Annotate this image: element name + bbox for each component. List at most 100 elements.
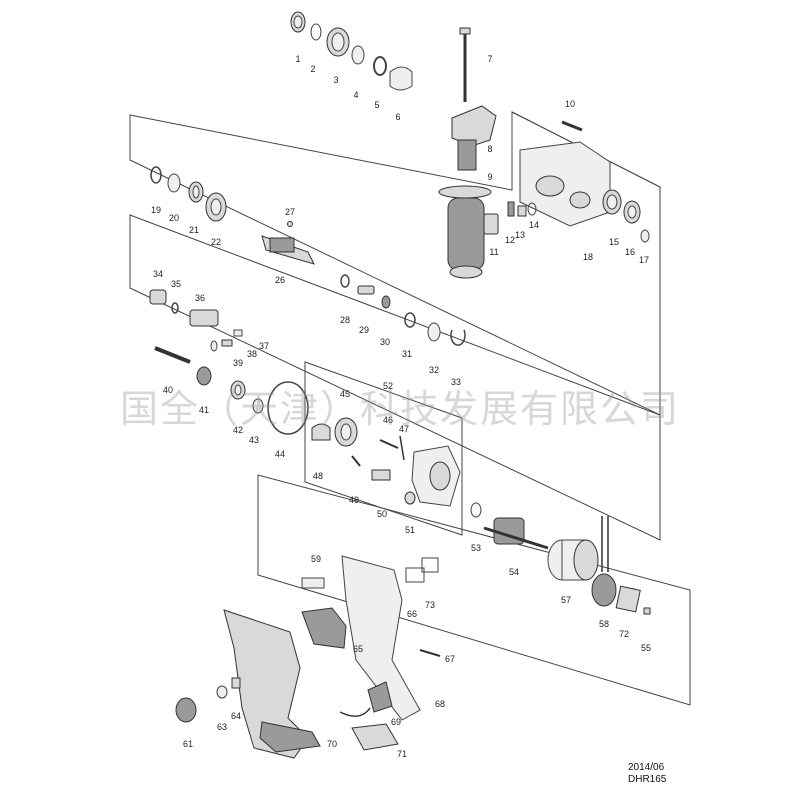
part-70-housing-left — [223, 609, 321, 759]
callout-label-48: 48 — [313, 471, 323, 481]
callout-label-29: 29 — [359, 325, 369, 335]
part-16-ring — [623, 200, 641, 224]
callout-label-65: 65 — [353, 644, 363, 654]
part-3-sleeve — [326, 27, 350, 57]
part-20-washer — [167, 173, 181, 193]
callout-label-6: 6 — [395, 112, 400, 122]
callout-label-4: 4 — [353, 90, 358, 100]
part-31-retaining-ring — [404, 312, 416, 328]
callout-label-47: 47 — [399, 424, 409, 434]
callout-label-32: 32 — [429, 365, 439, 375]
part-30-ring — [381, 295, 391, 309]
callout-label-40: 40 — [163, 385, 173, 395]
callout-label-41: 41 — [199, 405, 209, 415]
callout-label-45: 45 — [340, 389, 350, 399]
callout-label-11: 11 — [489, 247, 498, 257]
callout-label-3: 3 — [333, 75, 338, 85]
frame-crank-subassembly — [304, 361, 463, 536]
part-53-o-ring — [470, 502, 482, 518]
callout-label-39: 39 — [233, 358, 243, 368]
part-48-bracket — [311, 423, 331, 441]
part-21-spring — [188, 181, 204, 203]
part-51-bearing — [404, 491, 416, 505]
part-10-pin — [561, 120, 583, 132]
part-46-pin — [379, 439, 399, 449]
callout-label-12: 12 — [505, 235, 515, 245]
callout-label-15: 15 — [609, 237, 619, 247]
part-57-stator — [547, 539, 599, 581]
callout-label-20: 20 — [169, 213, 179, 223]
part-69-wire-harness — [339, 681, 393, 717]
callout-label-50: 50 — [377, 509, 387, 519]
part-27-ball — [287, 221, 293, 227]
callout-label-63: 63 — [217, 722, 227, 732]
callout-label-19: 19 — [151, 205, 161, 215]
part-55-screw — [643, 607, 651, 615]
part-43-washer — [252, 398, 264, 414]
part-45-gear — [334, 417, 358, 447]
part-35-o-ring — [171, 302, 179, 314]
part-42-bearing — [230, 380, 246, 400]
part-9-side-handle — [438, 185, 492, 279]
callout-label-21: 21 — [189, 225, 199, 235]
callout-label-7: 7 — [487, 54, 492, 64]
callout-label-64: 64 — [231, 711, 241, 721]
callout-label-28: 28 — [340, 315, 350, 325]
part-52-crank-housing — [411, 445, 461, 507]
footer-date: 2014/06 — [628, 762, 665, 773]
callout-label-54: 54 — [509, 567, 519, 577]
part-12-spring — [507, 201, 515, 217]
part-40-spindle — [154, 346, 191, 364]
callout-label-27: 27 — [285, 207, 295, 217]
part-33-circlip — [450, 329, 466, 346]
part-26-tool-holder — [261, 235, 315, 265]
part-73-label — [421, 557, 439, 573]
callout-label-44: 44 — [275, 449, 285, 459]
part-65-switch — [301, 607, 347, 649]
part-11-brush-holder — [483, 213, 499, 235]
callout-label-2: 2 — [310, 64, 315, 74]
part-5-o-ring — [373, 56, 387, 76]
callout-label-51: 51 — [405, 525, 415, 535]
part-37-pin — [233, 329, 243, 337]
callout-label-1: 1 — [295, 54, 300, 64]
callout-label-55: 55 — [641, 643, 651, 653]
callout-label-5: 5 — [374, 100, 379, 110]
callout-label-34: 34 — [153, 269, 163, 279]
part-41-gear — [196, 366, 212, 386]
part-1-ring — [290, 11, 306, 33]
callout-label-9: 9 — [487, 172, 492, 182]
callout-label-26: 26 — [275, 275, 285, 285]
frame-gear-section — [129, 214, 661, 541]
callout-label-73: 73 — [425, 600, 435, 610]
callout-label-52: 52 — [383, 381, 393, 391]
part-19-circlip — [150, 166, 162, 184]
callout-label-71: 71 — [397, 749, 407, 759]
part-14-ring — [527, 202, 537, 216]
part-50-lever — [371, 469, 391, 481]
part-61-cap — [175, 697, 197, 723]
callout-label-13: 13 — [515, 230, 525, 240]
callout-label-35: 35 — [171, 279, 181, 289]
callout-label-59: 59 — [311, 554, 321, 564]
part-29-striker — [357, 285, 375, 295]
callout-label-18: 18 — [583, 252, 593, 262]
part-64-screw — [231, 677, 241, 689]
callout-label-33: 33 — [451, 377, 461, 387]
part-17-seal — [640, 229, 650, 243]
part-32-washer — [427, 322, 441, 342]
callout-label-8: 8 — [487, 144, 492, 154]
part-15-bearing — [602, 189, 622, 215]
callout-label-46: 46 — [383, 415, 393, 425]
callout-label-53: 53 — [471, 543, 481, 553]
callout-label-37: 37 — [259, 341, 269, 351]
part-59-switch-lever — [301, 577, 325, 589]
callout-label-10: 10 — [565, 99, 575, 109]
callout-label-69: 69 — [391, 717, 401, 727]
part-6-cap — [389, 66, 413, 91]
part-36-piston-cylinder — [189, 309, 219, 327]
footer-model: DHR165 — [628, 774, 667, 785]
part-18-front-housing — [519, 141, 611, 227]
callout-label-58: 58 — [599, 619, 609, 629]
